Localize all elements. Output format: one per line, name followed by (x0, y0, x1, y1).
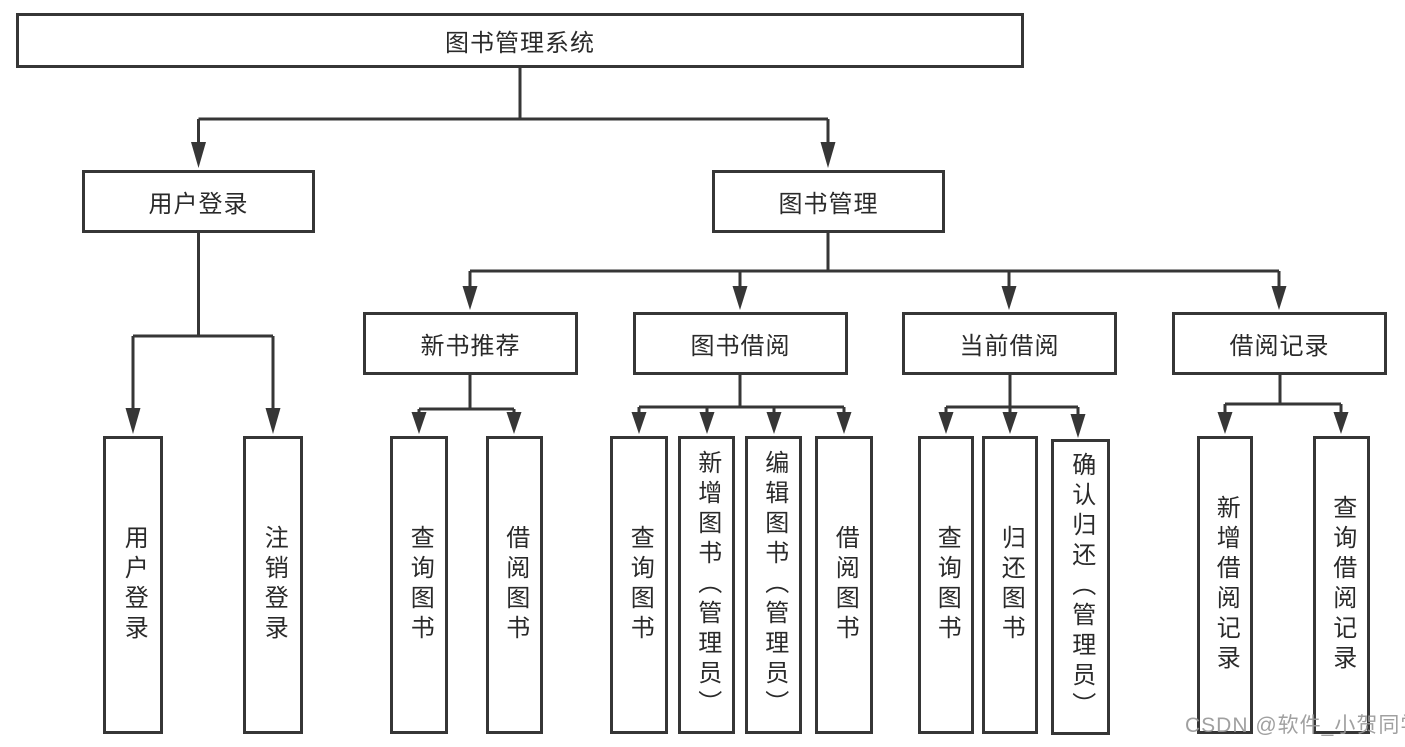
node-label: 查询图书 (933, 525, 961, 645)
node-label: 新书推荐 (420, 333, 521, 360)
node-label: 图书借阅 (690, 333, 791, 360)
node-borrow-records: 借阅记录 (1172, 312, 1387, 375)
node-label: 图书管理 (778, 191, 879, 218)
node-label: 查询图书 (406, 525, 434, 645)
node-label: 借阅记录 (1229, 333, 1330, 360)
node-label: 新增图书（管理员） (693, 450, 721, 720)
node-leaf-query-book-2: 查询图书 (610, 436, 668, 734)
node-leaf-user-login: 用户登录 (103, 436, 163, 734)
node-leaf-query-record: 查询借阅记录 (1313, 436, 1370, 734)
node-label: 查询借阅记录 (1328, 495, 1356, 675)
node-leaf-edit-book: 编辑图书（管理员） (745, 436, 802, 734)
node-leaf-borrow-book-2: 借阅图书 (815, 436, 873, 734)
node-label: 用户登录 (120, 525, 148, 645)
node-leaf-borrow-book-1: 借阅图书 (486, 436, 543, 734)
node-leaf-query-book-1: 查询图书 (390, 436, 448, 734)
node-current-borrowing: 当前借阅 (902, 312, 1117, 375)
node-leaf-return-book: 归还图书 (982, 436, 1038, 734)
node-new-book-recommend: 新书推荐 (363, 312, 578, 375)
node-label: 归还图书 (997, 525, 1025, 645)
node-label: 当前借阅 (959, 333, 1060, 360)
node-library-system: 图书管理系统 (16, 13, 1024, 68)
node-book-borrowing: 图书借阅 (633, 312, 848, 375)
node-label: 新增借阅记录 (1212, 495, 1240, 675)
node-label: 编辑图书（管理员） (760, 450, 788, 720)
node-label: 图书管理系统 (445, 30, 595, 57)
node-label: 注销登录 (260, 525, 288, 645)
node-leaf-add-record: 新增借阅记录 (1197, 436, 1253, 734)
node-label: 借阅图书 (831, 525, 859, 645)
node-label: 确认归还（管理员） (1067, 452, 1095, 722)
node-leaf-confirm-return: 确认归还（管理员） (1051, 439, 1110, 735)
watermark: CSDN @软件_小贺同学 (1185, 714, 1405, 737)
node-leaf-query-book-3: 查询图书 (918, 436, 974, 734)
node-label: 用户登录 (148, 191, 249, 218)
node-user-login: 用户登录 (82, 170, 315, 233)
node-leaf-logout: 注销登录 (243, 436, 303, 734)
node-label: 借阅图书 (501, 525, 529, 645)
node-book-management: 图书管理 (712, 170, 945, 233)
node-leaf-add-book: 新增图书（管理员） (678, 436, 735, 734)
node-label: 查询图书 (626, 525, 654, 645)
